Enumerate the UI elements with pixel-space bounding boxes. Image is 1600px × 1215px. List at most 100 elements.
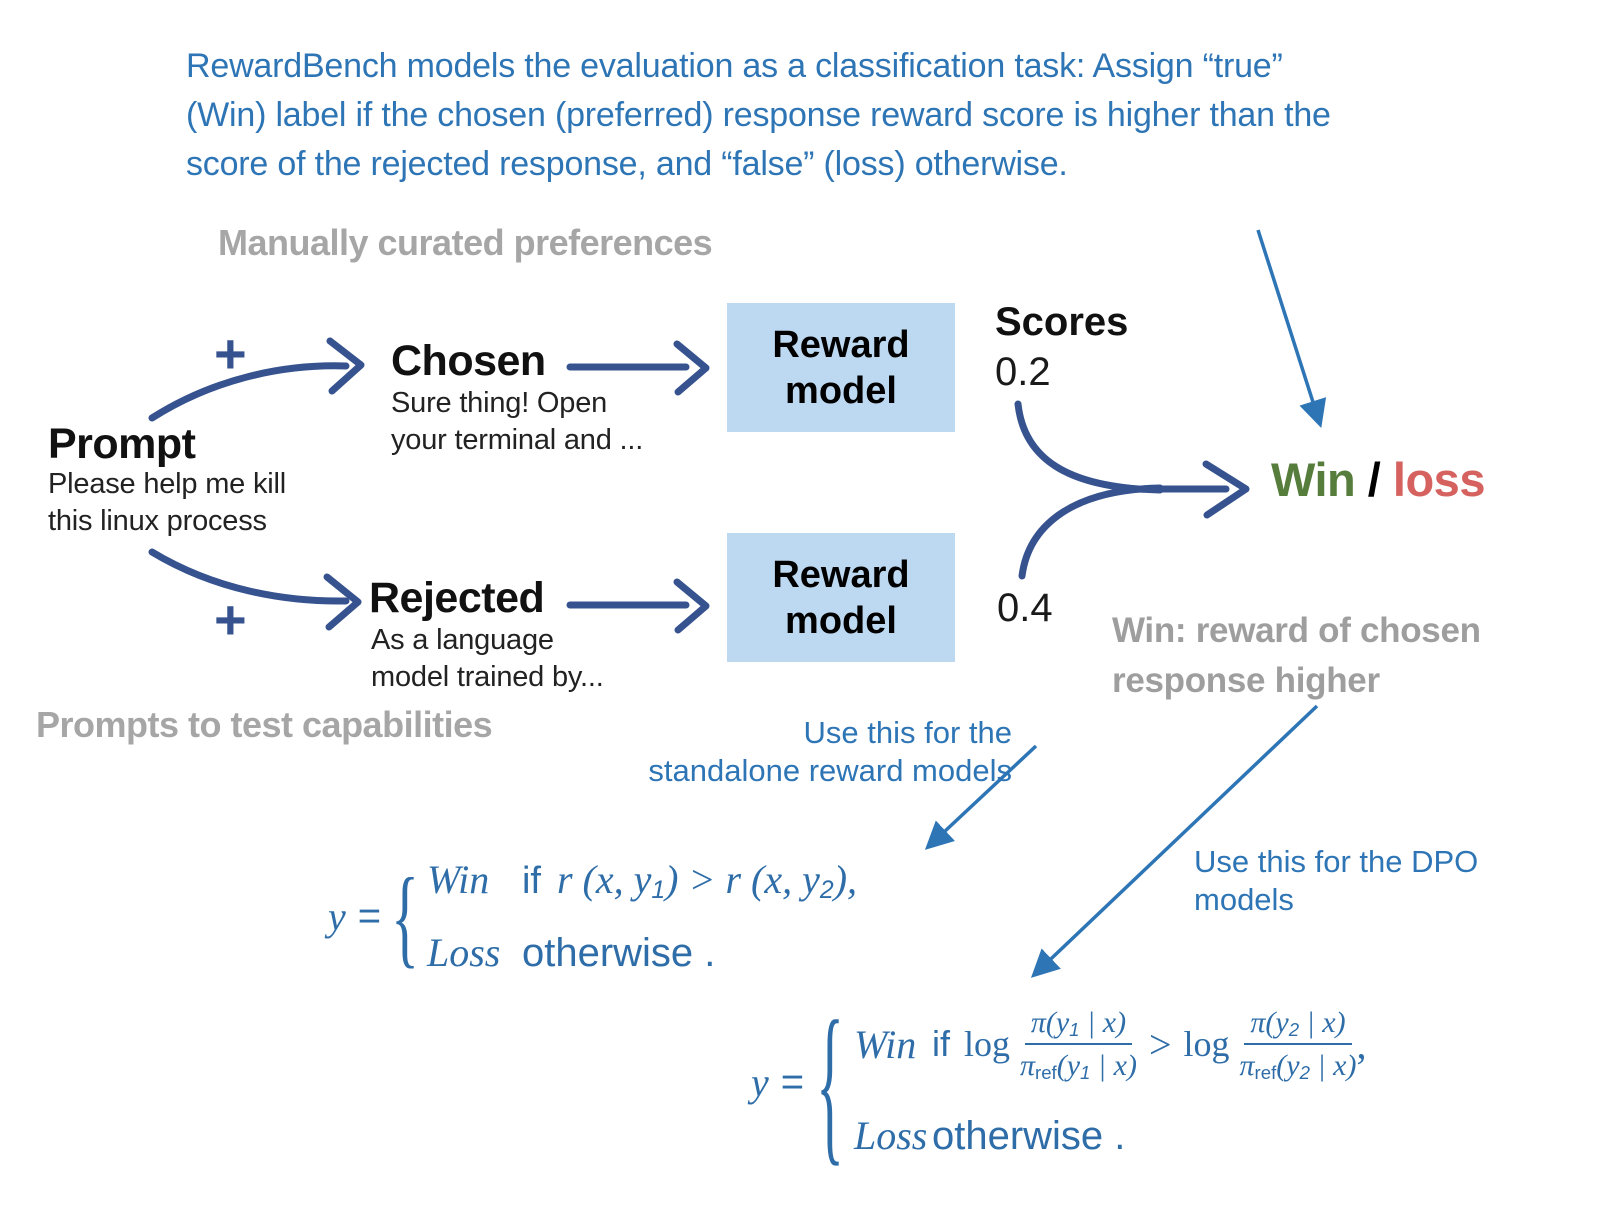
reward-model-label: Reward model <box>772 553 910 642</box>
win-note-line-2: response higher <box>1112 661 1380 700</box>
standalone-note-line-2: standalone reward models <box>648 753 1012 788</box>
den-part: π <box>1239 1049 1255 1082</box>
curve-prompt-to-rejected <box>148 548 350 605</box>
reward-model-label: Reward model <box>772 323 910 412</box>
otherwise-word: otherwise . <box>521 931 716 975</box>
dpo-models-note: Use this for the DPO models <box>1194 843 1478 919</box>
prompt-description: Please help me kill this linux process <box>48 466 286 540</box>
chosen-desc-line-2: your terminal and ... <box>391 424 644 456</box>
case-brace: { <box>391 854 419 978</box>
num-part: | x) <box>1079 1006 1127 1039</box>
case-brace: { <box>816 983 844 1182</box>
fraction-numerator: π(y1 | x) <box>1024 1006 1133 1045</box>
num-part: π(y <box>1030 1006 1070 1039</box>
formula-case-win: Win if log π(y1 | x) πref(y1 | x) > log … <box>853 1006 1367 1084</box>
formula-case-loss: Loss otherwise . <box>854 1112 1367 1159</box>
win-note: Win: reward of chosen response higher <box>1112 606 1481 706</box>
rejected-desc-line-2: model trained by... <box>371 661 604 693</box>
rejected-title: Rejected <box>369 574 545 622</box>
den-part: (y <box>1056 1049 1081 1082</box>
log-word: log <box>1183 1024 1230 1064</box>
subscript-1: 1 <box>651 877 666 905</box>
standalone-models-note: Use this for the standalone reward model… <box>575 714 1012 790</box>
arrowhead-rejected-icon <box>323 573 362 631</box>
fraction-denominator: πref(y1 | x) <box>1019 1045 1137 1084</box>
arrowhead-winloss-icon <box>1202 460 1250 519</box>
chosen-description: Sure thing! Open your terminal and ... <box>391 385 643 459</box>
den-part: (y <box>1276 1049 1300 1082</box>
chosen-title: Chosen <box>391 337 546 385</box>
win-note-line-1: Win: reward of chosen <box>1112 611 1481 650</box>
greater-than-sign: > <box>1148 1021 1172 1067</box>
header-paragraph: RewardBench models the evaluation as a c… <box>186 42 1581 189</box>
standalone-note-line-1: Use this for the <box>803 715 1012 750</box>
subscript-1: 1 <box>1069 1019 1080 1041</box>
arrow-dpo-to-formula <box>1030 704 1319 978</box>
fraction-denominator: πref(y2 | x) <box>1239 1045 1357 1084</box>
den-part: π <box>1019 1049 1036 1082</box>
subscript-2: 2 <box>1299 1062 1310 1084</box>
dpo-note-line-1: Use this for the DPO <box>1194 844 1479 879</box>
comma: , <box>1356 1021 1367 1067</box>
header-line-1: RewardBench models the evaluation as a c… <box>186 47 1283 85</box>
prompt-desc-line-1: Please help me kill <box>48 468 286 500</box>
win-loss-result: Win / loss <box>1271 452 1485 507</box>
case-win-label: Win <box>853 1021 917 1067</box>
fraction-chosen: π(y1 | x) πref(y1 | x) <box>1019 1006 1137 1084</box>
chosen-desc-line-1: Sure thing! Open <box>391 387 608 419</box>
num-part: π(y <box>1250 1006 1289 1039</box>
if-word: if <box>931 1023 950 1064</box>
fraction-rejected: π(y2 | x) πref(y2 | x) <box>1239 1006 1357 1084</box>
header-line-2: (Win) label if the chosen (preferred) re… <box>186 96 1331 134</box>
reward-model-box-bottom: Reward model <box>727 533 955 662</box>
rejected-desc-line-1: As a language <box>371 624 554 656</box>
scores-label: Scores <box>995 300 1129 344</box>
subscript-ref: ref <box>1035 1062 1057 1084</box>
plus-icon: + <box>214 322 247 385</box>
subscript-1: 1 <box>1080 1062 1091 1084</box>
den-part: | x) <box>1309 1049 1357 1082</box>
arrowhead-rm-top-icon <box>673 340 710 396</box>
formula-lhs: y <box>328 893 346 939</box>
otherwise-word: otherwise . <box>931 1114 1126 1158</box>
rejected-description: As a language model trained by... <box>371 622 604 696</box>
arrowhead-rm-bottom-icon <box>673 578 710 634</box>
win-loss-separator: / <box>1355 453 1393 506</box>
plus-icon: + <box>214 588 247 651</box>
curated-preferences-label: Manually curated preferences <box>218 222 713 263</box>
num-part: | x) <box>1299 1006 1346 1039</box>
subscript-ref: ref <box>1254 1062 1277 1084</box>
score-rejected-value: 0.4 <box>997 586 1053 630</box>
curve-prompt-to-chosen <box>148 362 350 422</box>
reward-model-box-top: Reward model <box>727 303 955 432</box>
arrowhead-chosen-icon <box>326 337 365 395</box>
prompt-title: Prompt <box>48 420 196 468</box>
case-loss-label: Loss <box>853 1113 928 1158</box>
formula-lhs: y <box>751 1060 769 1105</box>
if-word: if <box>521 860 541 902</box>
dpo-formula: y = { Win if log π(y1 | x) πref(y1 | x) … <box>751 983 1367 1181</box>
condition-part: r (x, y <box>556 857 652 902</box>
header-line-3: score of the rejected response, and “fal… <box>186 145 1068 183</box>
den-part: | x) <box>1090 1049 1137 1082</box>
case-loss-label: Loss <box>426 930 501 975</box>
formula-cases: Win if log π(y1 | x) πref(y1 | x) > log … <box>854 1006 1367 1159</box>
subscript-2: 2 <box>819 877 834 905</box>
dpo-note-line-2: models <box>1194 882 1294 917</box>
score-chosen-value: 0.2 <box>995 350 1051 394</box>
equals-sign: = <box>780 1060 805 1104</box>
loss-label: loss <box>1392 453 1486 506</box>
fraction-numerator: π(y2 | x) <box>1244 1006 1352 1045</box>
arrow-standalone-to-formula <box>924 744 1038 850</box>
log-word: log <box>963 1024 1010 1064</box>
equals-sign: = <box>357 893 382 938</box>
fork-curve-top <box>1014 400 1164 494</box>
fork-curve-bottom <box>1018 484 1164 580</box>
condition-part: ), <box>833 857 858 902</box>
condition-part: ) > r (x, y <box>665 857 820 902</box>
formula-case-loss: Loss otherwise . <box>427 929 857 976</box>
